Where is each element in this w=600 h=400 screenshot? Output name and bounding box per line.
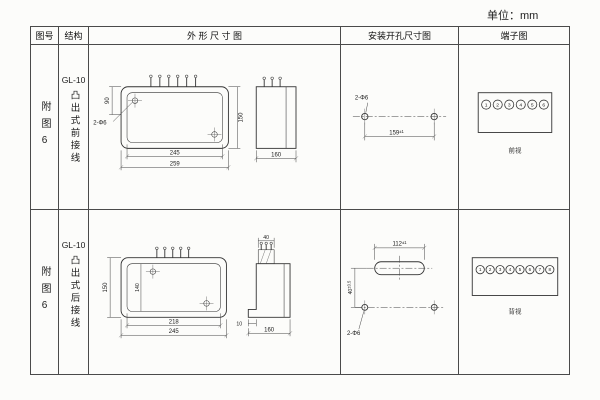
terminal-diagram-row2: 1 2 3 4 5 6 7 8 背视 (471, 257, 559, 315)
terminal-view-label-row2: 背视 (509, 306, 522, 315)
dimension-table: 图号 结构 外 形 尺 寸 图 安装开孔尺寸图 端子图 附图6 GL-10 凸出… (30, 26, 570, 375)
terminal-pins-row2 (155, 246, 191, 258)
dim-inner-height-row2: 140 (135, 283, 141, 292)
structure-desc-row1: 凸出式前接线 (68, 90, 80, 165)
mounting-hole-label-row1: 2-Φ6 (355, 96, 369, 102)
dim-width-inner-row1: 245 (170, 150, 181, 156)
mounting-offset-value-row2: 40 (348, 289, 354, 295)
figure-no-cell-row1: 附图6 (31, 45, 59, 210)
outline-cell-row2: 150 140 218 245 (89, 210, 341, 374)
mounting-span-tol-row1: ±1 (399, 129, 404, 134)
outline-cell-row1: 90 150 245 259 (89, 45, 341, 210)
header-outline: 外 形 尺 寸 图 (89, 27, 341, 45)
mounting-cell-row1: 2-Φ6 159±1 (341, 45, 459, 210)
terminal-pins-row1 (149, 74, 198, 87)
terminal-7: 7 (539, 267, 542, 272)
dim-left-row1: 90 (105, 97, 111, 104)
hole-label-row1: 2-Φ6 (93, 121, 107, 127)
dim-step-row2: 10 (236, 321, 242, 327)
terminal-6: 6 (529, 267, 532, 272)
structure-cell-row2: GL-10 凸出式后接线 (59, 210, 89, 374)
mounting-offset-row2: 40±0.5 (346, 280, 353, 294)
terminal-box-row1 (477, 92, 553, 133)
dim-width-outer-row1: 259 (170, 161, 181, 167)
mounting-drawing-row2: 112±1 40±0.5 2-Φ6 (346, 240, 445, 337)
terminal-3: 3 (508, 102, 511, 108)
mounting-offset-tol-row2: ±0.5 (346, 280, 351, 289)
dim-block-width-row2: 40 (263, 235, 269, 241)
terminal-3: 3 (499, 267, 502, 272)
figure-no-row1: 附图6 (39, 101, 50, 153)
dim-width-outer-row2: 245 (169, 329, 180, 335)
header-mounting: 安装开孔尺寸图 (341, 27, 459, 45)
mounting-cell-row2: 112±1 40±0.5 2-Φ6 (341, 210, 459, 374)
terminal-6: 6 (542, 102, 545, 108)
mounting-span-value-row1: 159 (389, 130, 400, 136)
front-view-row1 (120, 86, 229, 149)
terminal-cell-row1: 1 2 3 4 5 6 前视 (459, 45, 569, 210)
mounting-drawing-row1: 2-Φ6 159±1 (352, 96, 447, 141)
figure-no-cell-row2: 附图6 (31, 210, 59, 374)
outline-drawing-row2: 150 140 218 245 (103, 235, 293, 339)
outline-dimensions-row1: 90 150 245 259 (93, 86, 299, 171)
mounting-holes-row1 (361, 112, 438, 121)
terminal-8: 8 (549, 267, 552, 272)
header-structure: 结构 (59, 27, 89, 45)
mounting-slot-span-row2: 112±1 (392, 240, 407, 247)
terminal-4: 4 (509, 267, 512, 272)
terminal-2: 2 (496, 102, 499, 108)
dim-side-depth-row1: 160 (271, 152, 282, 158)
mounting-slot-span-value-row2: 112 (392, 241, 401, 247)
terminal-box-row2 (471, 257, 559, 296)
unit-label: 单位：mm (487, 10, 539, 22)
dim-height-row2: 150 (103, 282, 109, 293)
front-view-row2 (120, 257, 227, 318)
mounting-dimensions-row1: 2-Φ6 159±1 (352, 96, 447, 141)
outline-drawing-row1: 90 150 245 259 (93, 74, 299, 171)
mounting-span-row1: 159±1 (389, 129, 404, 136)
figure-no-row2: 附图6 (39, 266, 50, 318)
terminal-diagram-row1: 1 2 3 4 5 6 前视 (477, 92, 553, 154)
terminal-1: 1 (479, 267, 482, 272)
terminal-cell-row2: 1 2 3 4 5 6 7 8 背视 (459, 210, 569, 374)
mounting-hole-label-row2: 2-Φ6 (347, 331, 361, 337)
terminal-5: 5 (531, 102, 534, 108)
dim-height-row1: 150 (238, 112, 244, 123)
mounting-slot-span-tol-row2: ±1 (402, 240, 407, 245)
structure-cell-row1: GL-10 凸出式前接线 (59, 45, 89, 210)
model-label-row1: GL-10 (61, 75, 86, 85)
header-terminal: 端子图 (459, 27, 569, 45)
terminal-5: 5 (519, 267, 522, 272)
terminal-view-label-row1: 前视 (509, 145, 522, 154)
mounting-dimensions-row2: 112±1 40±0.5 2-Φ6 (346, 240, 445, 337)
terminal-1: 1 (485, 102, 488, 108)
terminal-4: 4 (519, 102, 522, 108)
dim-width-inner-row2: 218 (169, 319, 180, 325)
terminal-2: 2 (489, 267, 492, 272)
dim-side-depth-row2: 160 (264, 327, 275, 333)
outline-dimensions-row2: 150 140 218 245 (103, 235, 293, 339)
header-figure-no: 图号 (31, 27, 59, 45)
model-label-row2: GL-10 (61, 240, 86, 250)
side-view-row1 (255, 76, 297, 149)
side-view-row2 (247, 241, 291, 318)
structure-desc-row2: 凸出式后接线 (68, 255, 80, 330)
